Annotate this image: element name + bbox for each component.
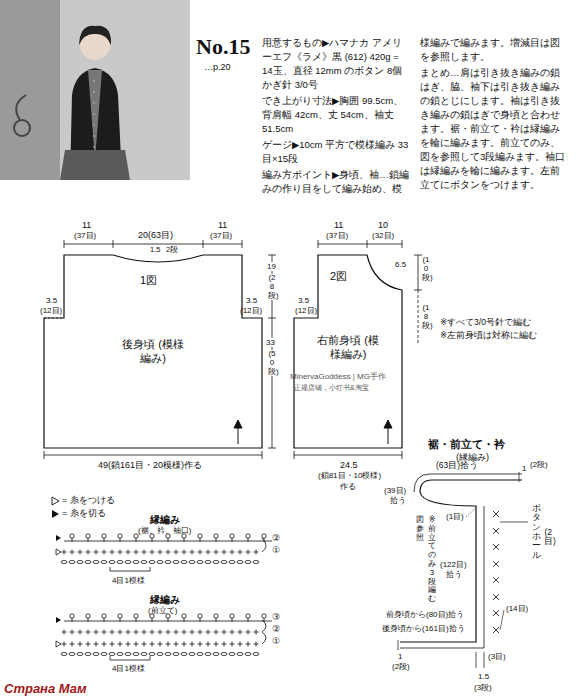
chart-subtitle: (裾、衿、袖口) [138,526,191,535]
buttonhole-label: (2目) [544,528,553,547]
dimension-label: 3.5 [298,296,309,305]
chart-subtitle: (前立て) [148,606,177,615]
site-watermark: Страна Мам [4,682,87,697]
page-reference: …p.20 [204,62,231,72]
dimension-label: 1 [522,464,526,473]
stitch-count: (14目) [506,604,528,613]
materials-text: 用意するもの▶ハマナカ アメリーエフ《ラメ》黒 (612) 420g = 14玉… [262,36,410,92]
diagram-title: 裾・前立て・衿 [428,438,505,451]
dimension-label: (37目) [74,231,96,240]
right-front-piece: 2図右前身頃 (模様編み) [294,255,402,448]
note: ※すべて3/0号針で編む [440,318,531,328]
dimension-label: 19 [267,262,276,271]
stitch-count: 後身頃から(161目)拾う [382,624,465,633]
dimension-label: 11 [82,220,91,230]
dimension-label: 3.5 [46,296,57,305]
dimension-label: (12目) [295,306,317,315]
legend-text: = 糸をつける [62,495,115,505]
dimension-label: (鎖81目・10模様) [318,471,381,480]
dimension-label: (37目) [326,231,348,240]
chart-marks [56,535,266,647]
piece-name: 右前身頃 (模様編み) [314,333,382,362]
dimension-label: (2段) [530,460,548,469]
back-body-piece: 1図後身頃 (模様編み) [44,255,262,448]
finished-size-text: でき上がり寸法▶胸囲 99.5cm、背肩幅 42cm、丈 54cm、袖丈 51.… [262,94,410,136]
row-number: ① [272,636,280,646]
stitch-count: (63目)拾う [436,461,478,471]
watermark: 正规店铺，小红书&淘宝 [294,384,369,392]
dimension-label: (10段) [422,256,430,282]
row-number: ③ [272,612,280,622]
direction-arrows [234,420,392,444]
dimension-label: (12目) [240,306,262,315]
dimension-label: (12目) [40,306,62,315]
dimension-label: (37目) [210,231,232,240]
dimension-label: 2段 [166,246,178,255]
dimension-label: 作る [340,482,356,491]
dimension-label: (18段) [422,304,430,330]
buttonhole-label: ボタンホール [532,504,541,560]
piece-name: 後身頃 (模様編み) [122,337,184,366]
border-diagram [398,472,528,668]
watermark: MinervaGoddess | MG手作 [290,372,386,381]
dimension-label: 1.5 [478,672,489,681]
dimension-label: 3.5 [246,296,257,305]
stitch-count: (1目) [446,512,464,521]
dimension-label: 1 [398,652,402,661]
dimension-label: (2段) [392,662,410,671]
figure-number: 1図 [140,273,157,287]
dimension-label: (28段) [268,274,276,300]
gauge-text: ゲージ▶10cm 平方で模様編み 33目×15段 [262,138,410,166]
row-number: ① [272,545,280,555]
dimension-label: 6.5 [395,260,406,269]
dimension-label: 20(63目) [138,230,173,240]
repeat-label: 4目1模様 [112,664,145,673]
dimension-label: 49(鎖161目・20模様)作る [98,460,202,470]
instruction-columns: 用意するもの▶ハマナカ アメリーエフ《ラメ》黒 (612) 420g = 14玉… [262,36,568,196]
stitch-count: 拾う [446,570,462,579]
stitch-count: 前身頃から(80目)拾う [386,610,464,619]
dimension-label: 11 [218,220,227,230]
chart-title: 縁編み [150,594,180,606]
stitch-count: 拾う [390,496,406,505]
dimension-lines [44,240,422,459]
dimension-label: 33 [266,338,275,347]
finishing-text: まとめ…肩は引き抜き編みの鎖はぎ、脇、袖下は引き抜き編みの鎖とじにします。袖は引… [420,66,568,192]
dimension-label: (32目) [372,231,394,240]
figure-number: 2図 [330,269,347,283]
chart-title: 縁編み [150,514,180,526]
dimension-label: 1.5 [150,246,160,255]
legend-text: = 糸を切る [62,508,106,518]
dimension-label: 11 [334,220,343,230]
repeat-label: 4目1模様 [112,576,145,585]
stitch-count: (3目) [488,652,506,661]
dimension-label: 10 [378,220,388,230]
cut-yarn-symbol [52,510,59,518]
note: 図参照 [416,516,424,542]
repeat-brackets [110,567,150,660]
dimension-label: 24.5 [340,460,358,470]
row-number: ② [272,624,280,634]
model-photo [0,0,190,180]
stitch-chart [61,511,499,656]
dimension-label: (50段) [268,350,276,376]
attach-yarn-symbol [52,497,59,505]
stitch-count: (39目) [384,486,406,495]
stitch-count: (122目) [440,560,467,569]
row-number: ② [272,533,280,543]
pattern-number: No.15 [196,34,250,59]
note: ※前立てのみ3段編む [428,516,436,604]
dimension-label: (3段) [474,683,492,692]
note: ※左前身頃は対称に編む [440,331,537,341]
